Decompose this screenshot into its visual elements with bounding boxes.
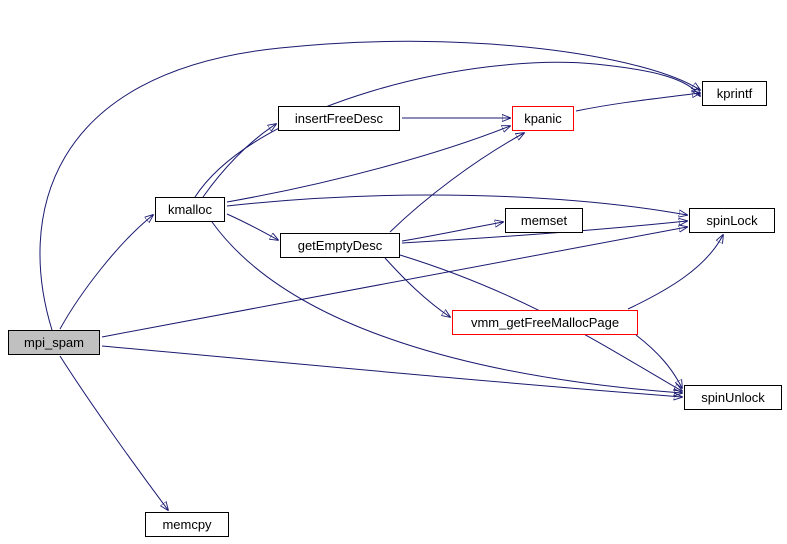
edge-kpanic-kprintf (575, 93, 700, 112)
node-spinunlock[interactable]: spinUnlock (684, 385, 782, 410)
edge-mpi_spam-spinLock (101, 227, 687, 338)
node-getemptydesc[interactable]: getEmptyDesc (280, 233, 400, 258)
edge-getEmptyDesc-memset (401, 222, 503, 242)
node-memset[interactable]: memset (505, 208, 583, 233)
edge-kmalloc-spinUnlock (211, 221, 682, 393)
edge-kmalloc-kprintf (194, 61, 700, 198)
node-kprintf[interactable]: kprintf (702, 81, 767, 106)
edge-getEmptyDesc-kpanic (389, 133, 524, 233)
edge-mpi_spam-kmalloc (59, 215, 153, 330)
node-memcpy[interactable]: memcpy (145, 512, 229, 537)
edge-vmm_getFreeMallocPage-spinLock (627, 235, 723, 310)
edge-mpi_spam-kprintf (39, 40, 700, 331)
edge-kmalloc-kpanic (226, 126, 510, 203)
node-kmalloc[interactable]: kmalloc (155, 197, 225, 222)
node-insertfreedesc[interactable]: insertFreeDesc (278, 106, 400, 131)
edge-mpi_spam-memcpy (59, 355, 168, 510)
edge-kmalloc-getEmptyDesc (226, 213, 278, 240)
edge-vmm_getFreeMallocPage-spinUnlock (635, 334, 682, 388)
edge-kmalloc-spinLock (226, 194, 687, 215)
edge-kmalloc-insertFreeDesc (202, 124, 276, 198)
node-spinlock[interactable]: spinLock (689, 208, 775, 233)
edge-mpi_spam-spinUnlock (101, 345, 682, 397)
node-mpi-spam: mpi_spam (8, 330, 100, 355)
edge-getEmptyDesc-vmm_getFreeMallocPage (384, 257, 450, 317)
edge-getEmptyDesc-spinLock (401, 221, 687, 244)
node-vmm-getfreemallocpage[interactable]: vmm_getFreeMallocPage (452, 310, 638, 335)
node-kpanic[interactable]: kpanic (512, 106, 574, 131)
